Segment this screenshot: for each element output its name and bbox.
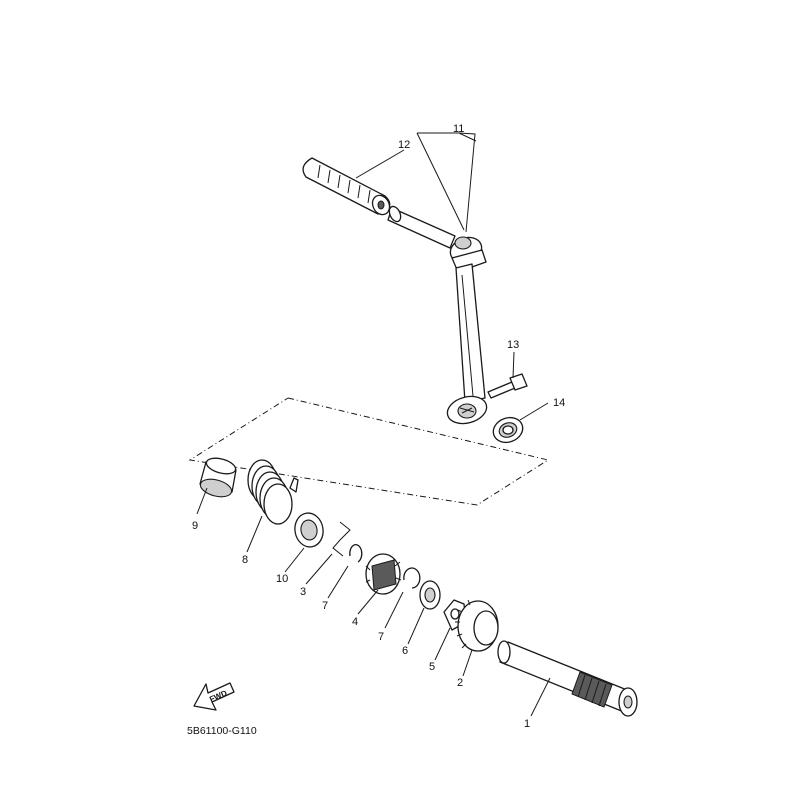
- callout-1: 1: [524, 718, 530, 730]
- callout-11: 11: [453, 123, 464, 135]
- callout-2: 2: [457, 677, 463, 689]
- callout-13: 13: [507, 339, 519, 351]
- part-13-bolt: [487, 373, 528, 399]
- part-4-ratchet: [365, 553, 402, 595]
- part-14-seal: [492, 416, 524, 444]
- fwd-label: FWD: [208, 688, 229, 704]
- part-1-axle: [497, 640, 638, 717]
- callout-5: 5: [429, 661, 435, 673]
- callout-4: 4: [352, 616, 358, 628]
- leader-lines: [196, 132, 551, 717]
- part-3-clip: [332, 521, 351, 557]
- diagram-code: 5B61100-G110: [187, 725, 257, 737]
- callout-12: 12: [398, 139, 410, 151]
- callout-6: 6: [402, 645, 408, 657]
- part-5-plate: [443, 599, 467, 631]
- part-6-washer: [419, 580, 441, 610]
- part-12-grip: [302, 157, 391, 216]
- callout-7a: 7: [322, 600, 328, 612]
- part-8-spring: [247, 459, 299, 525]
- assembly-outline: [188, 397, 550, 506]
- part-7-circlip-a: [349, 544, 363, 563]
- part-10-washer: [294, 512, 324, 548]
- callout-14: 14: [553, 397, 565, 409]
- part-9-collar: [199, 457, 237, 498]
- part-7-circlip-b: [403, 567, 421, 589]
- part-11-kick-crank: [387, 205, 488, 425]
- callout-9: 9: [192, 520, 198, 532]
- callout-3: 3: [300, 586, 306, 598]
- fwd-arrow-icon: FWD: [193, 682, 235, 711]
- callout-7b: 7: [378, 631, 384, 643]
- callout-8: 8: [242, 554, 248, 566]
- part-2-gear: [455, 599, 499, 652]
- callout-10: 10: [276, 573, 288, 585]
